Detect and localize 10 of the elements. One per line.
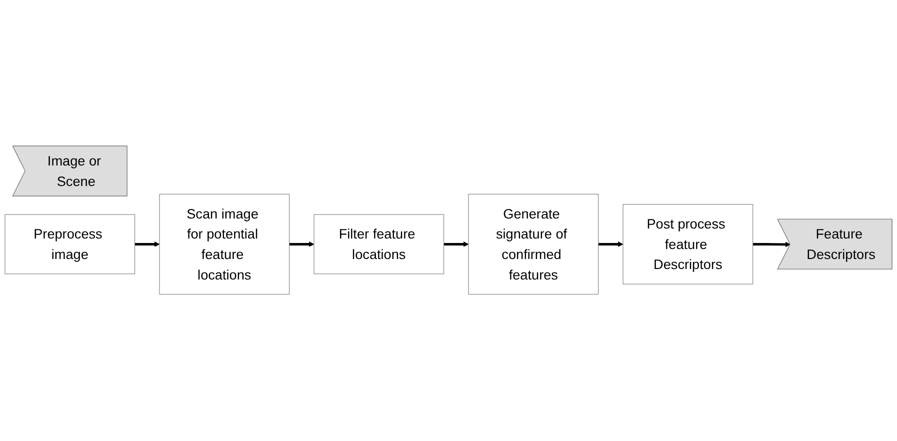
arrow	[598, 242, 624, 248]
node-box: Preprocess image	[4, 214, 136, 275]
arrow	[289, 242, 314, 248]
node-box: Filter feature locations	[314, 214, 444, 275]
node-box: Post process feature Descriptors	[622, 204, 754, 285]
arrow	[444, 242, 469, 248]
arrow	[134, 242, 160, 248]
node-box: Generate signature of confirmed features	[468, 194, 599, 295]
arrow	[752, 242, 791, 248]
node-box: Scan image for potential feature locations	[159, 194, 290, 295]
